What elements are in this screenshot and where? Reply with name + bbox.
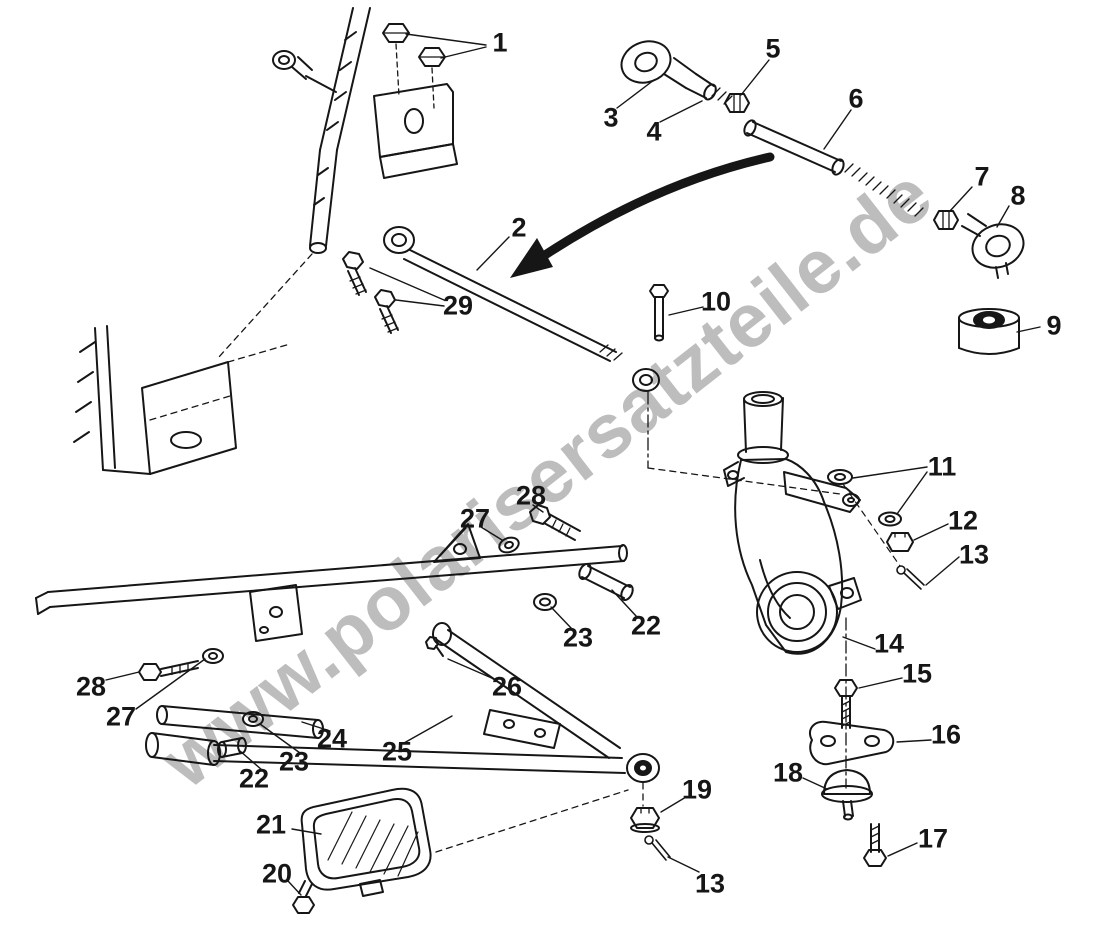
lower-ball-joint-group	[808, 617, 895, 867]
footrest-guard	[292, 787, 629, 914]
a-arm	[145, 622, 671, 861]
callout-22: 22	[238, 763, 270, 794]
callout-12: 12	[947, 505, 979, 536]
tie-rod-outer-group	[620, 40, 1025, 355]
callout-13: 13	[694, 868, 726, 899]
callout-23: 23	[562, 622, 594, 653]
callout-11: 11	[927, 451, 957, 482]
pivot-bolt-10	[649, 284, 669, 342]
leader-lines	[105, 33, 1041, 896]
callout-4: 4	[646, 116, 662, 147]
steering-knuckle	[723, 391, 925, 655]
callout-9: 9	[1046, 310, 1062, 341]
callout-27: 27	[105, 701, 137, 732]
direction-arrow	[510, 152, 775, 278]
callout-3: 3	[603, 102, 619, 133]
callout-5: 5	[765, 33, 781, 64]
callout-8: 8	[1010, 180, 1026, 211]
callout-20: 20	[261, 858, 293, 889]
callout-21: 21	[255, 809, 287, 840]
callout-14: 14	[873, 628, 905, 659]
callout-1: 1	[492, 27, 508, 58]
callout-25: 25	[381, 736, 413, 767]
frame-rail	[35, 544, 628, 642]
callout-19: 19	[681, 774, 713, 805]
callout-24: 24	[316, 723, 348, 754]
callout-7: 7	[974, 161, 990, 192]
callout-28: 28	[515, 480, 547, 511]
callout-6: 6	[848, 83, 864, 114]
callout-23: 23	[278, 746, 310, 777]
callout-18: 18	[772, 757, 804, 788]
callout-2: 2	[511, 212, 527, 243]
callout-22: 22	[630, 610, 662, 641]
callout-28: 28	[75, 671, 107, 702]
callout-29: 29	[442, 290, 474, 321]
callout-17: 17	[917, 823, 949, 854]
callout-15: 15	[901, 658, 933, 689]
callout-13: 13	[958, 539, 990, 570]
callout-16: 16	[930, 719, 962, 750]
callout-10: 10	[700, 286, 732, 317]
tie-rod-inner	[383, 226, 841, 495]
pivot-hardware-left	[138, 648, 324, 758]
callout-27: 27	[459, 503, 491, 534]
callout-26: 26	[491, 671, 523, 702]
